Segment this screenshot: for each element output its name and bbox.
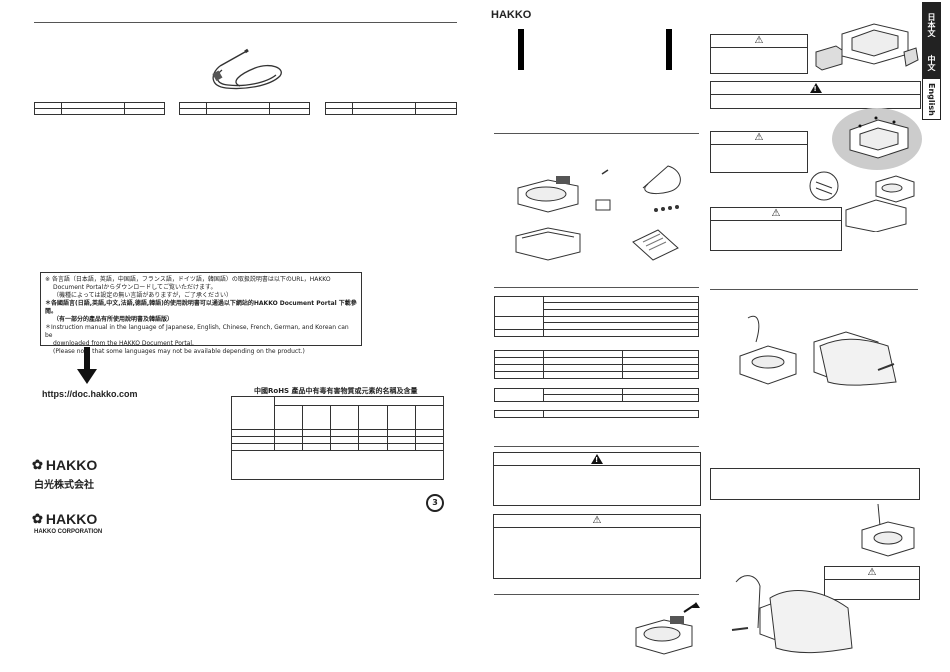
document-portal-link[interactable]: https://doc.hakko.com — [42, 389, 138, 399]
warning-header: ! — [494, 453, 700, 466]
cord-illustration — [212, 48, 282, 90]
notice-line-8: (Please note that some languages may not… — [53, 348, 305, 355]
warning-icon: ! — [591, 454, 603, 464]
notice-line-6: ＊Instruction manual in the language of J… — [45, 324, 349, 339]
specification-table — [494, 296, 699, 337]
caution-icon: ⚠ — [754, 35, 764, 46]
hakko-logo-text: HAKKO — [45, 457, 98, 473]
caution-header: ⚠ — [711, 208, 841, 221]
station-open-illustration — [815, 23, 919, 71]
hakko-top-logo-text: HAKKO — [491, 9, 532, 21]
title-bar-right — [666, 29, 672, 70]
section-rule-3 — [494, 446, 699, 447]
hakko-top-logo: HAKKO — [491, 9, 531, 21]
caution-icon: ⚠ — [592, 515, 602, 526]
tab-japanese-label: 日本文 — [927, 13, 936, 37]
recycle-mark-number: 3 — [432, 498, 438, 507]
caution-icon: ⚠ — [771, 208, 781, 219]
section-rule-right — [710, 289, 918, 290]
caution-box: ⚠ — [493, 514, 701, 579]
note-box-right — [710, 468, 920, 500]
notice-line-2: Document Portalからダウンロードしてご覧いただけます。 — [53, 284, 217, 291]
station-arrow-illustration — [635, 602, 700, 655]
usage-hand-illustration — [739, 315, 897, 386]
notice-line-1: ※ 各言語（日本語，英語，中国語，フランス語，ドイツ語，韓国語）の取扱説明書は以… — [45, 276, 331, 283]
station-magnify-illustration — [809, 171, 915, 232]
hakko-emblem-icon: ✿ — [32, 511, 43, 526]
package-contents-illustration — [515, 165, 681, 261]
specification-table-3 — [494, 388, 699, 402]
warning-icon: ! — [809, 83, 822, 93]
station-tool-illustration — [861, 503, 915, 557]
usage-hand-illustration-2 — [731, 575, 853, 654]
hakko-corporation-name: HAKKO CORPORATION — [34, 529, 103, 535]
title-bar-left — [518, 29, 524, 70]
section-rule-4 — [494, 594, 699, 595]
notice-line-4: ＊各國語言(日語,英語,中文,法語,德語,韓語)的使用說明書可以通過以下網站的H… — [45, 300, 357, 315]
warning-header: ! — [711, 82, 920, 95]
caution-header: ⚠ — [711, 132, 807, 145]
notice-line-5: （有一部分的產品有所使用說明書及韓語版） — [53, 316, 174, 323]
tab-english[interactable]: English — [922, 78, 941, 120]
hakko-logo-text: HAKKO — [45, 511, 98, 527]
language-notice-box: ※ 各言語（日本語，英語，中国語，フランス語，ドイツ語，韓国語）の取扱説明書は以… — [40, 272, 362, 355]
recycle-mark-icon: 3 — [426, 494, 444, 512]
hakko-company-jp: 白光株式会社 — [34, 480, 94, 491]
caution-header: ⚠ — [711, 35, 807, 48]
rohs-table-title: 中國RoHS 產品中有毒有害物質或元素的名稱及含量 — [254, 387, 418, 395]
tab-chinese-label: 中文 — [927, 55, 936, 71]
section-rule-2 — [494, 287, 699, 288]
caution-header: ⚠ — [825, 567, 919, 580]
caution-icon: ⚠ — [867, 567, 877, 578]
specification-table-4 — [494, 410, 699, 418]
caution-box-top: ⚠ — [710, 34, 808, 74]
section-rule-1 — [494, 133, 699, 134]
spec-table-1 — [34, 102, 165, 115]
warning-box: ! — [493, 452, 701, 506]
rohs-table — [231, 395, 445, 480]
caution-box-lower: ⚠ — [710, 207, 842, 251]
hakko-logo-jp: ✿ HAKKO — [32, 457, 97, 473]
warning-box-right: ! — [710, 81, 921, 109]
specification-table-2 — [494, 350, 699, 379]
tab-japanese[interactable]: 日本文 — [922, 2, 941, 48]
spec-table-2 — [179, 102, 310, 115]
notice-line-7: downloaded from the HAKKO Document Porta… — [53, 340, 194, 347]
tab-chinese[interactable]: 中文 — [922, 48, 941, 78]
hakko-emblem-icon: ✿ — [32, 457, 43, 472]
station-top-view-illustration — [849, 116, 909, 159]
caution-icon: ⚠ — [754, 132, 764, 143]
caution-box-bottom: ⚠ — [824, 566, 920, 600]
top-rule-left — [34, 22, 457, 23]
tab-english-label: English — [927, 82, 936, 116]
spec-table-3 — [325, 102, 457, 115]
down-arrow-icon — [77, 347, 97, 384]
caution-header: ⚠ — [494, 515, 700, 528]
caution-box-mid: ⚠ — [710, 131, 808, 173]
notice-line-3: （機種によっては設定の無い言語がありますが，ご了承ください） — [53, 292, 233, 299]
hakko-logo-corp: ✿ HAKKO — [32, 511, 97, 527]
